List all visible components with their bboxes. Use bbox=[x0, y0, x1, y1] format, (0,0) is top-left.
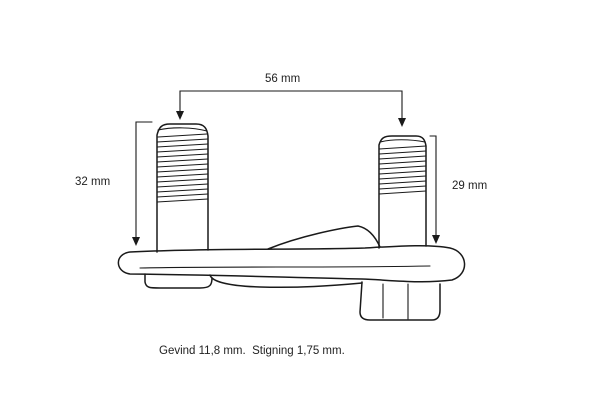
right-height-dimension: 29 mm bbox=[429, 135, 487, 244]
spacing-label: 56 mm bbox=[265, 73, 300, 85]
left-height-dimension: 32 mm bbox=[75, 121, 153, 246]
spacing-dimension: 56 mm bbox=[176, 73, 406, 127]
right-stud bbox=[378, 135, 427, 249]
bracket-plate bbox=[117, 225, 466, 289]
thread-caption: Gevind 11,8 mm. Stigning 1,75 mm. bbox=[159, 345, 345, 357]
left-stud bbox=[156, 123, 209, 253]
right-height-label: 29 mm bbox=[452, 180, 487, 192]
hex-nut bbox=[359, 281, 441, 321]
left-height-label: 32 mm bbox=[75, 176, 110, 188]
